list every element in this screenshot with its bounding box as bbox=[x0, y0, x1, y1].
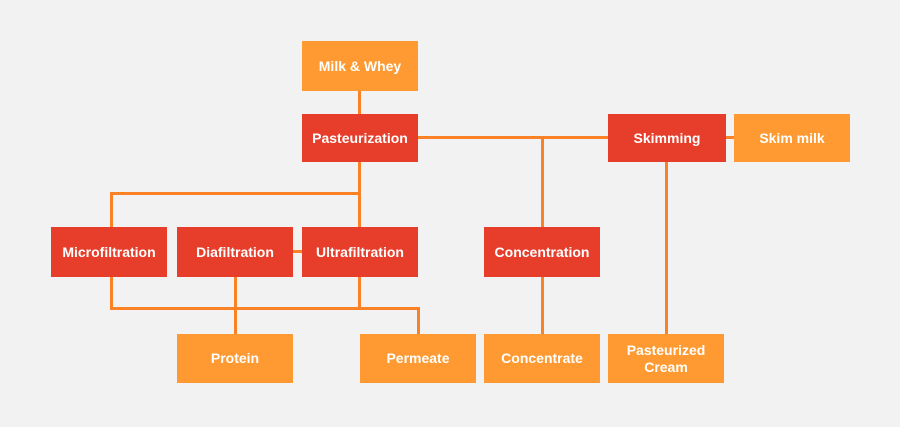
connector-skimming-cream bbox=[665, 162, 668, 334]
node-skim-milk: Skim milk bbox=[734, 114, 850, 162]
node-permeate: Permeate bbox=[360, 334, 476, 383]
connector-ultrafiltration-down bbox=[358, 277, 361, 310]
connector-to-concentration bbox=[541, 138, 544, 227]
node-concentrate: Concentrate bbox=[484, 334, 600, 383]
connector-microfiltration-down bbox=[110, 277, 113, 310]
node-skimming: Skimming bbox=[608, 114, 726, 162]
connector-concentration-concentrate bbox=[541, 277, 544, 334]
connector-branch-horizontal bbox=[110, 192, 361, 195]
node-milk-whey: Milk & Whey bbox=[302, 41, 418, 91]
connector-diafiltration-ultrafiltration bbox=[293, 250, 302, 253]
node-pasteurized-cream: Pasteurized Cream bbox=[608, 334, 724, 383]
connector-skimming-skimmilk bbox=[726, 136, 734, 139]
connector-diafiltration-protein bbox=[234, 277, 237, 334]
node-concentration: Concentration bbox=[484, 227, 600, 277]
connector-bottom-horizontal bbox=[110, 307, 420, 310]
node-protein: Protein bbox=[177, 334, 293, 383]
node-diafiltration: Diafiltration bbox=[177, 227, 293, 277]
node-microfiltration: Microfiltration bbox=[51, 227, 167, 277]
connector-to-permeate bbox=[417, 307, 420, 334]
node-pasteurization: Pasteurization bbox=[302, 114, 418, 162]
connector-milk-pasteurization bbox=[358, 91, 361, 114]
connector-pasteurization-skimming bbox=[418, 136, 608, 139]
connector-branch-microfiltration bbox=[110, 192, 113, 227]
node-ultrafiltration: Ultrafiltration bbox=[302, 227, 418, 277]
